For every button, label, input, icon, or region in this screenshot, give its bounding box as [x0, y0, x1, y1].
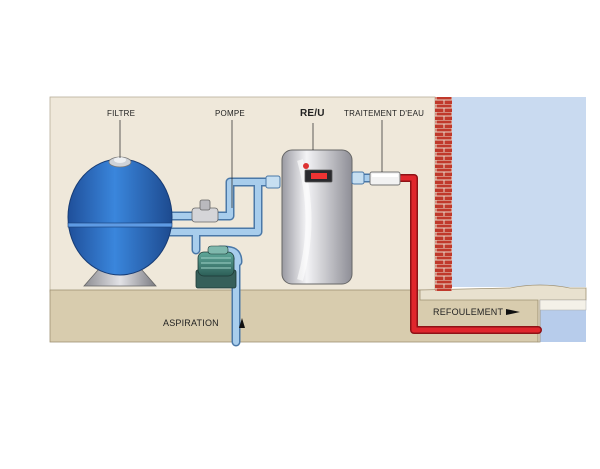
- filter-label: FILTRE: [107, 109, 136, 118]
- label-leaders: [119, 120, 383, 208]
- brick-wall: [435, 97, 452, 291]
- water-treatment-unit: [369, 171, 401, 186]
- return-label: REFOULEMENT: [433, 307, 504, 317]
- return-arrow-icon: [506, 309, 520, 315]
- filter-tank: [67, 156, 173, 287]
- heat-pump-unit: [265, 149, 365, 285]
- heat-pump-label: RE/U: [300, 108, 325, 119]
- pump: [195, 245, 237, 289]
- multiport-valve: [191, 199, 219, 223]
- pool-coping: [419, 284, 587, 343]
- pool-water: [451, 97, 586, 287]
- water-treatment-label: TRAITEMENT D'EAU: [344, 109, 425, 118]
- pool-edge-tile: [539, 299, 587, 311]
- suction-arrow-icon: [239, 318, 245, 328]
- hot-return-pipe: [394, 174, 542, 334]
- suction-label: ASPIRATION: [163, 318, 219, 328]
- pump-label: POMPE: [215, 109, 245, 118]
- pool-water-lower: [538, 310, 586, 342]
